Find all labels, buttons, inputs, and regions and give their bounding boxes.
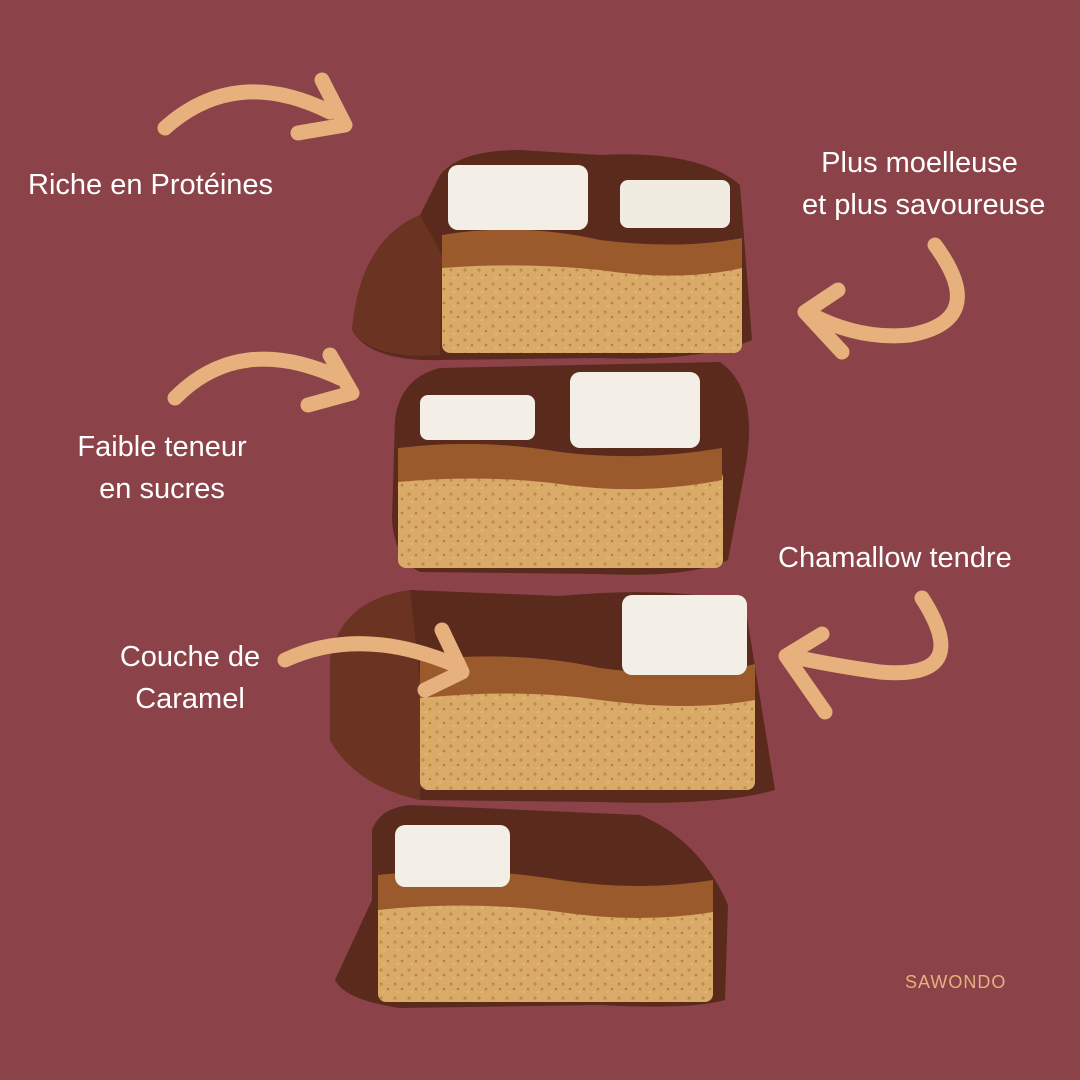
label-sugar-line1: Faible teneur <box>77 431 247 463</box>
label-low-sugar: Faible teneur en sucres <box>62 426 262 510</box>
curved-arrow-icon <box>277 622 470 698</box>
brand-watermark: SAWONDO <box>905 972 1007 992</box>
label-caramel-layer: Couche de Caramel <box>100 636 280 720</box>
label-chamallow-text: Chamallow tendre <box>778 542 1012 574</box>
label-protein-rich: Riche en Protéines <box>28 164 273 206</box>
label-softer-tastier: Plus moelleuse et plus savoureuse <box>802 142 1046 226</box>
label-chamallow: Chamallow tendre <box>778 537 1012 579</box>
curved-arrow-icon <box>778 590 949 720</box>
bar-piece-1 <box>352 150 752 361</box>
label-soft-line2: et plus savoureuse <box>802 189 1046 221</box>
bar-piece-3 <box>330 590 775 803</box>
label-caramel-line1: Couche de <box>119 641 261 673</box>
label-caramel-line2: Caramel <box>135 683 245 715</box>
label-protein-text: Riche en Protéines <box>28 169 274 201</box>
label-soft-line1: Plus moelleuse <box>821 147 1018 179</box>
curved-arrow-icon <box>797 237 965 360</box>
bar-piece-2 <box>392 362 750 575</box>
label-sugar-line2: en sucres <box>99 473 225 505</box>
bar-piece-4 <box>335 805 728 1008</box>
curved-arrow-icon <box>167 347 360 413</box>
curved-arrow-icon <box>157 72 353 141</box>
